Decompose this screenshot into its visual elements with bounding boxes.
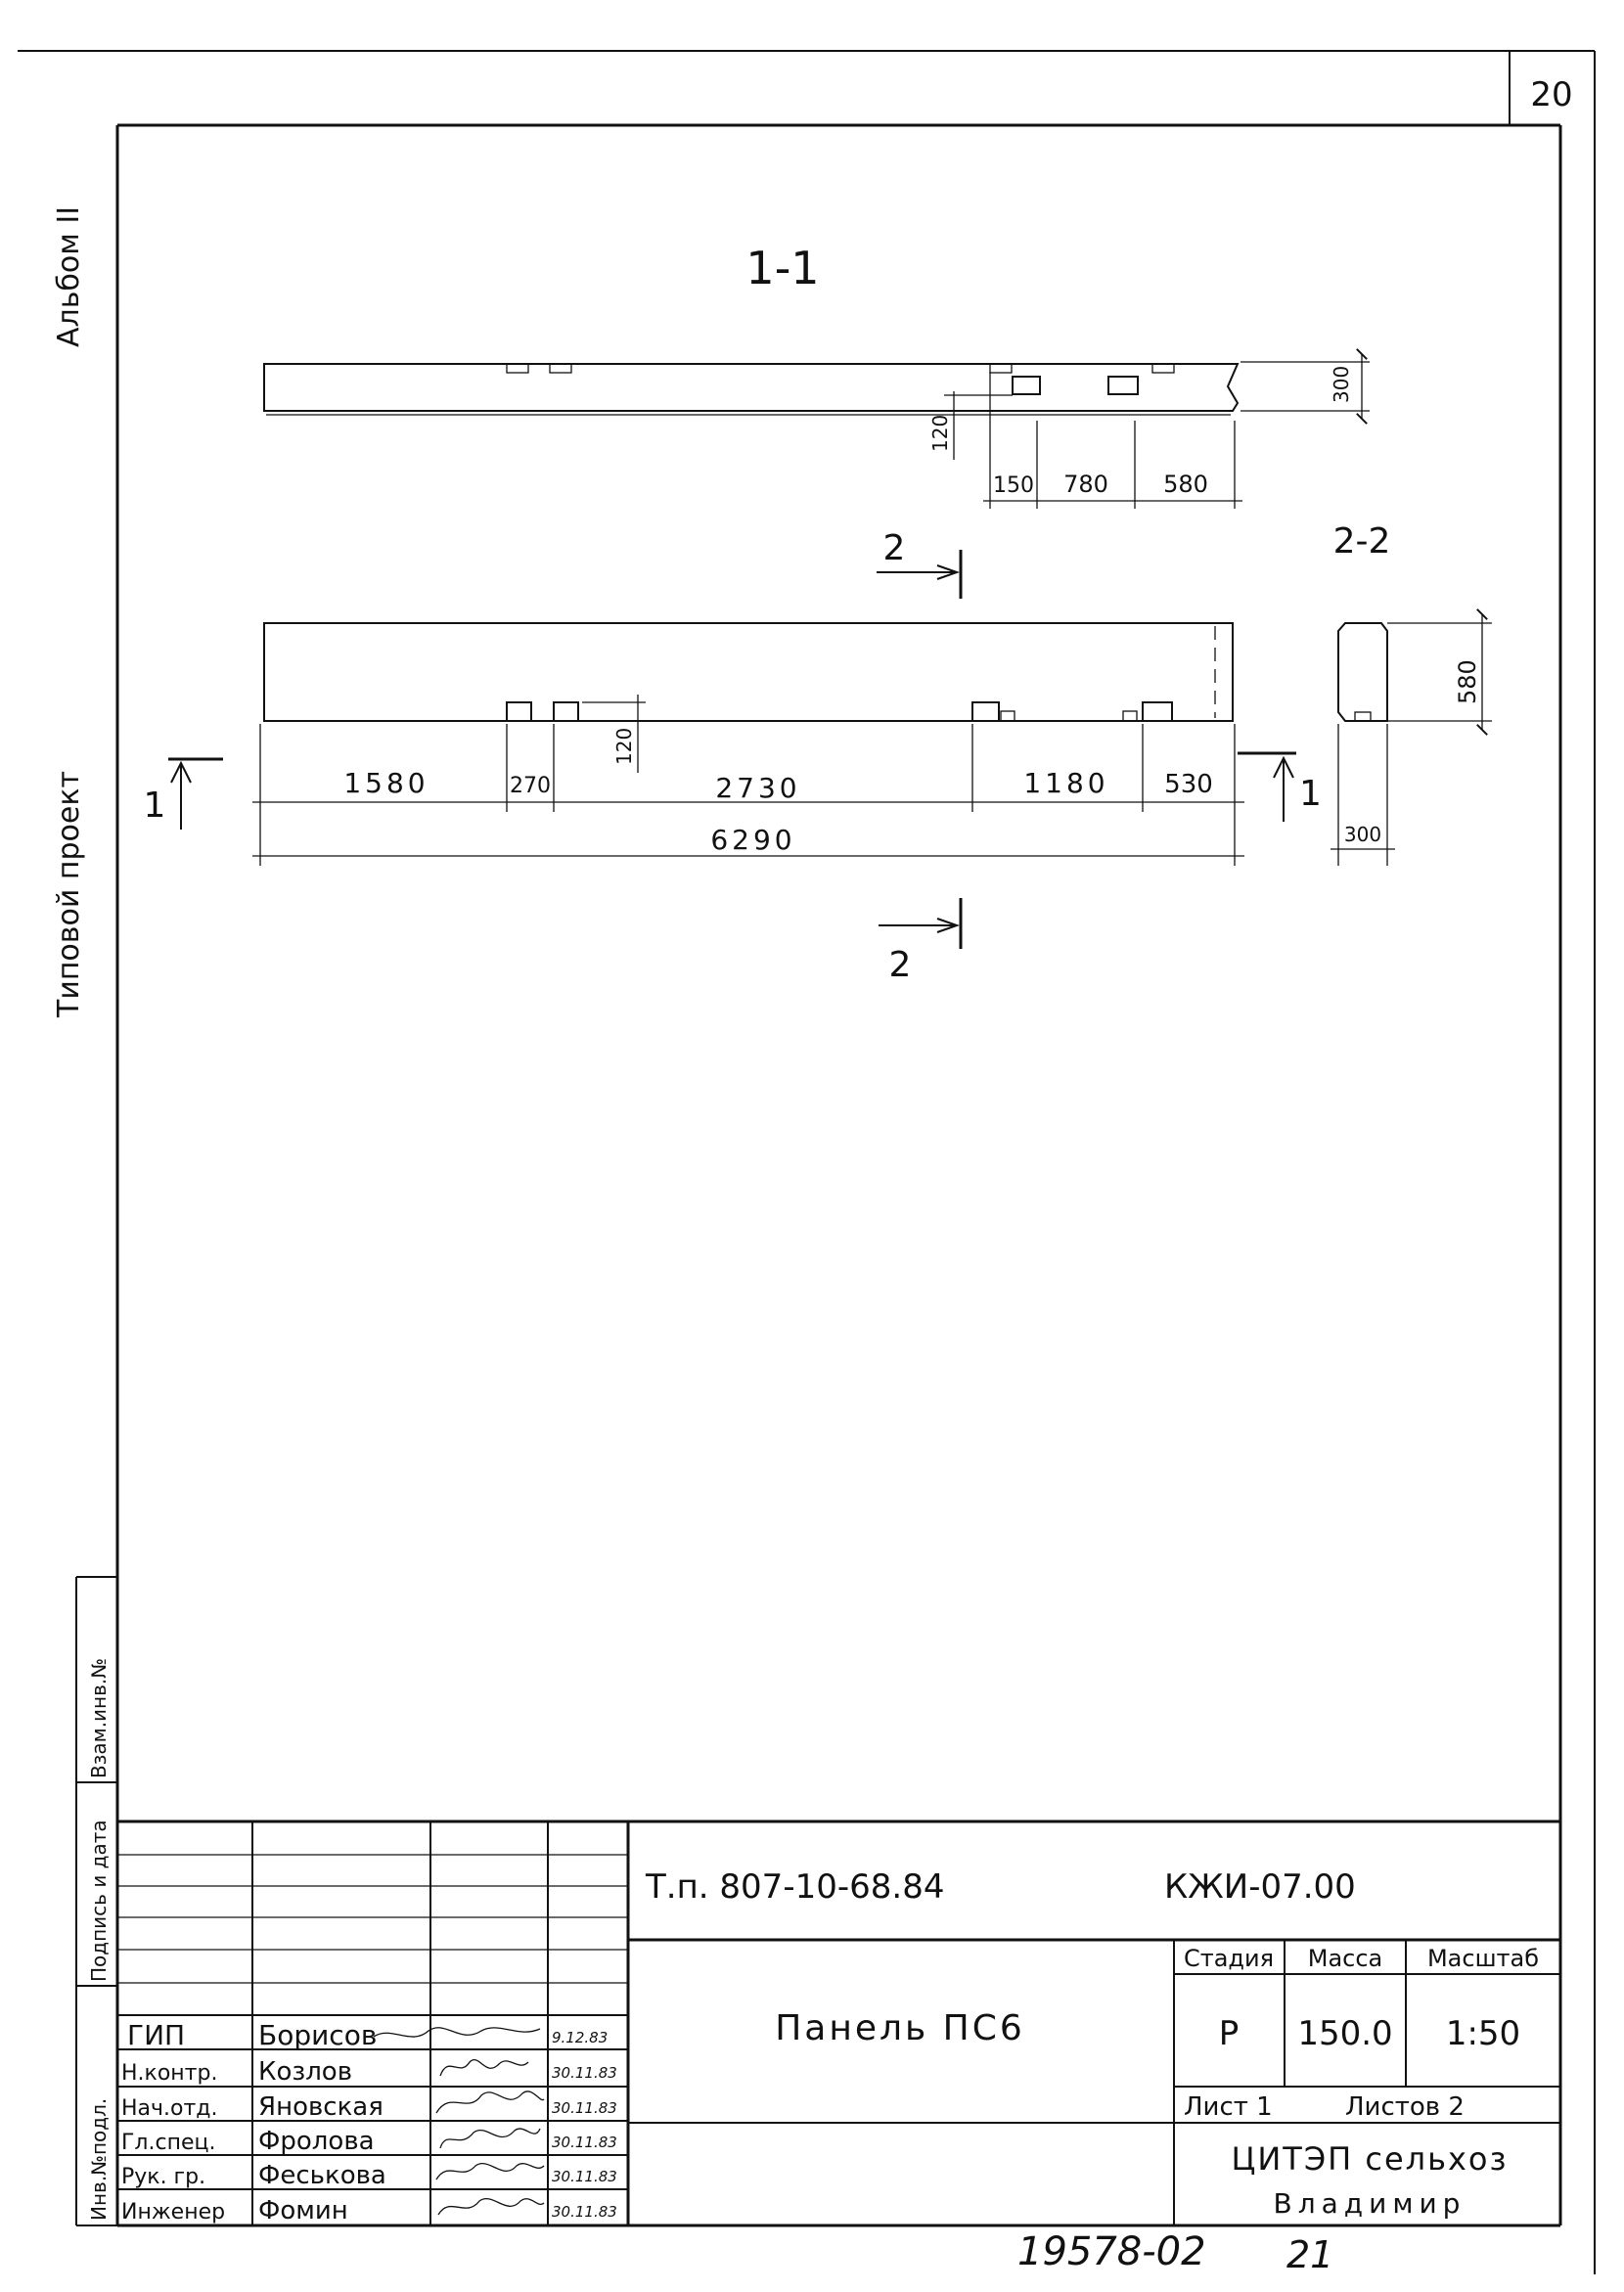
- staff-role-3: Нач.отд.: [121, 2096, 218, 2121]
- staff-date-4: 30.11.83: [552, 2134, 617, 2151]
- plan-total: 6290: [710, 824, 795, 856]
- section-1-1-dim-3: 580: [1163, 471, 1208, 498]
- inv-original-label: Инв.№подл.: [87, 2098, 111, 2221]
- section-1-1-dim-2: 780: [1063, 471, 1108, 498]
- city: Владимир: [1274, 2187, 1466, 2220]
- section-2-2-dim-width: 300: [1344, 823, 1381, 846]
- sheet-label: Лист 1: [1184, 2092, 1273, 2122]
- bottom-page-number: 21: [1286, 2233, 1333, 2276]
- cut-marker-1-left: [168, 757, 223, 830]
- section-1-1-dim-1: 150: [993, 473, 1034, 498]
- signature-1: [373, 2027, 541, 2038]
- staff-date-5: 30.11.83: [552, 2168, 617, 2185]
- staff-role-2: Н.контр.: [121, 2061, 217, 2086]
- cut-1-right-label: 1: [1299, 774, 1322, 814]
- left-stamp-column: [75, 1576, 117, 2226]
- title-block-grid: [117, 1820, 1560, 2225]
- page-number: 20: [1530, 75, 1572, 114]
- signature-3: [435, 2090, 545, 2114]
- cut-2-bottom-label: 2: [889, 945, 912, 985]
- cut-1-left-label: 1: [144, 786, 166, 826]
- signature-6: [437, 2198, 545, 2216]
- staff-date-3: 30.11.83: [552, 2099, 617, 2117]
- staff-name-3: Яновская: [258, 2092, 383, 2122]
- mass-value: 150.0: [1297, 2014, 1392, 2053]
- album-label: Альбом II: [52, 206, 86, 347]
- cut-marker-2-top: [877, 550, 963, 599]
- inv-replace-label: Взам.инв.№: [87, 1658, 111, 1778]
- section-2-2-dim-height: 580: [1454, 659, 1481, 704]
- plan-dim-2: 270: [510, 774, 551, 798]
- scale-value: 1:50: [1446, 2014, 1520, 2053]
- section-1-1-dim-height: 300: [1330, 366, 1353, 403]
- doc-code: КЖИ-07.00: [1164, 1867, 1356, 1907]
- section-1-1-dim-offset: 120: [928, 415, 952, 452]
- staff-name-1: Борисов: [258, 2019, 377, 2051]
- sign-date-label: Подпись и дата: [87, 1820, 111, 1982]
- plan-dim-5: 530: [1164, 770, 1213, 799]
- plan-dim-3: 2730: [715, 772, 800, 804]
- organization: ЦИТЭП сельхоз: [1231, 2140, 1508, 2178]
- staff-role-1: ГИП: [127, 2019, 185, 2051]
- stage-value: Р: [1219, 2014, 1240, 2053]
- plan-dim-offset: 120: [612, 728, 636, 765]
- sheet-frame: [18, 50, 1596, 2274]
- project-code: Т.п. 807-10-68.84: [645, 1867, 944, 1907]
- staff-name-5: Феськова: [258, 2161, 386, 2190]
- archive-number: 19578-02: [1017, 2229, 1206, 2274]
- staff-date-1: 9.12.83: [552, 2029, 608, 2046]
- plan-dim-4: 1180: [1023, 767, 1108, 799]
- item-name: Панель ПС6: [775, 2008, 1025, 2048]
- staff-role-5: Рук. гр.: [121, 2165, 205, 2189]
- stage-header: Стадия: [1184, 1945, 1274, 1972]
- staff-date-6: 30.11.83: [552, 2203, 617, 2221]
- section-1-1-view: [263, 348, 1370, 509]
- scale-header: Масштаб: [1427, 1945, 1539, 1972]
- staff-role-4: Гл.спец.: [121, 2131, 215, 2155]
- cut-2-top-label: 2: [883, 528, 906, 568]
- cut-marker-2-bottom: [879, 898, 963, 949]
- staff-role-6: Инженер: [121, 2200, 225, 2225]
- mass-header: Масса: [1308, 1945, 1383, 1972]
- section-2-2-title: 2-2: [1333, 521, 1391, 562]
- staff-name-6: Фомин: [258, 2196, 348, 2225]
- cut-marker-1-right: [1238, 751, 1296, 822]
- staff-date-2: 30.11.83: [552, 2064, 617, 2082]
- panel-elevation: [252, 622, 1244, 866]
- signature-2: [439, 2059, 529, 2077]
- signature-4: [439, 2128, 541, 2149]
- plan-dim-1: 1580: [343, 767, 429, 799]
- section-1-1-title: 1-1: [745, 242, 819, 294]
- staff-name-2: Козлов: [258, 2057, 352, 2087]
- section-2-2-view: [1331, 608, 1492, 866]
- sheets-label: Листов 2: [1345, 2092, 1465, 2122]
- signature-5: [435, 2163, 545, 2180]
- staff-name-4: Фролова: [258, 2127, 375, 2156]
- project-type-label: Типовой проект: [52, 771, 86, 1018]
